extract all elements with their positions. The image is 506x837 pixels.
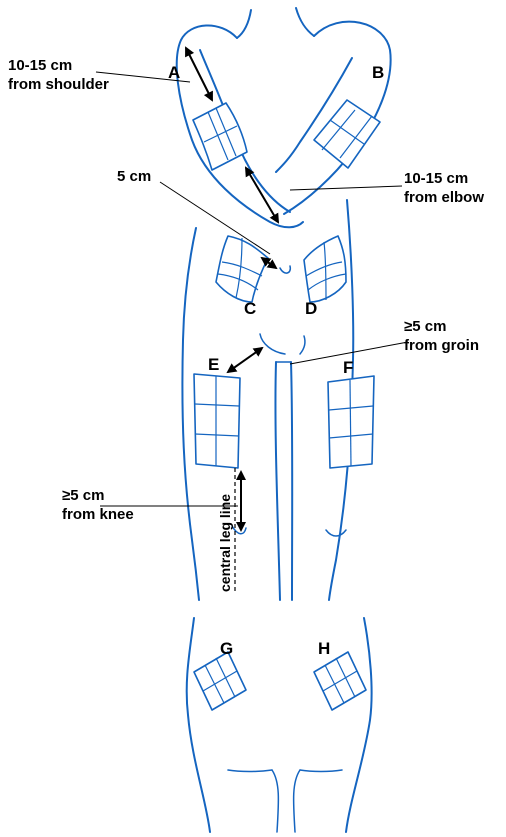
navel-label: 5 cm — [117, 168, 151, 185]
groin-label-line2: from groin — [404, 337, 479, 354]
elbow-label-line1: 10-15 cm — [404, 170, 468, 187]
site-b-grid — [314, 100, 380, 168]
site-g-grid — [194, 652, 246, 710]
site-b-label: B — [372, 63, 384, 82]
groin-label-line1: ≥5 cm — [404, 318, 446, 335]
shoulder-distance-arrow — [186, 48, 212, 100]
shoulder-label-line2: from shoulder — [8, 76, 109, 93]
elbow-distance-arrow — [246, 168, 278, 222]
knee-label-line1: ≥5 cm — [62, 487, 104, 504]
back-body-outline — [187, 618, 372, 832]
knee-label-line2: from knee — [62, 506, 134, 523]
site-c-label: C — [244, 299, 256, 318]
site-e-grid — [194, 374, 240, 468]
elbow-label-line2: from elbow — [404, 189, 484, 206]
site-f-label: F — [343, 358, 353, 377]
shoulder-label-line1: 10-15 cm — [8, 57, 72, 74]
site-d-label: D — [305, 299, 317, 318]
site-c-grid — [216, 236, 268, 302]
central-leg-line-label: central leg line — [217, 494, 233, 592]
site-a-label: A — [168, 63, 180, 82]
elbow-leader — [290, 186, 402, 190]
site-f-grid — [328, 376, 374, 468]
navel-leader — [160, 182, 270, 254]
site-g-label: G — [220, 639, 233, 658]
site-d-grid — [304, 236, 346, 302]
front-body-outline — [177, 8, 391, 600]
site-h-grid — [314, 652, 366, 710]
site-h-label: H — [318, 639, 330, 658]
groin-distance-arrow — [228, 348, 262, 372]
site-e-label: E — [208, 355, 219, 374]
